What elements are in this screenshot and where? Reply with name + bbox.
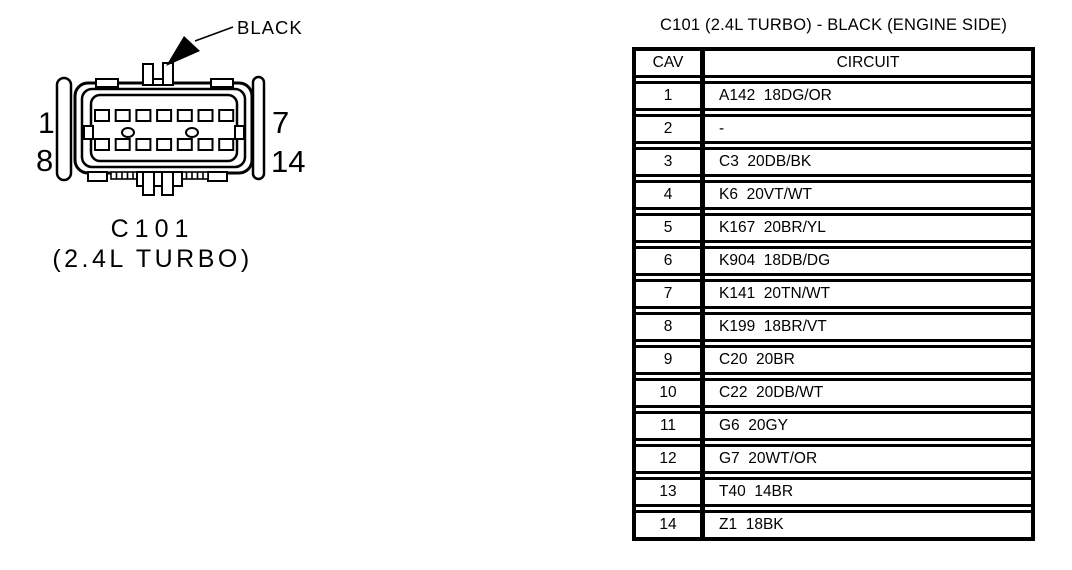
circuit-cell: G6 20GY bbox=[719, 417, 788, 434]
bottom-tab-right bbox=[207, 171, 228, 182]
table-row: 8 K199 18BR/VT bbox=[636, 312, 1031, 342]
table-row: 5 K167 20BR/YL bbox=[636, 213, 1031, 243]
cav-cell: 3 bbox=[663, 153, 673, 170]
left-flange bbox=[55, 76, 73, 182]
cav-cell: 4 bbox=[663, 186, 673, 203]
cav-cell: 9 bbox=[663, 351, 673, 368]
cav-cell: 11 bbox=[659, 417, 677, 434]
connector-body bbox=[73, 81, 254, 175]
cav-cell: 14 bbox=[659, 516, 677, 533]
table-row: 7 K141 20TN/WT bbox=[636, 279, 1031, 309]
keying-hole-right bbox=[185, 127, 199, 138]
table-row: 13 T40 14BR bbox=[636, 477, 1031, 507]
pin-label-1: 1 bbox=[38, 107, 55, 140]
pin-label-7: 7 bbox=[272, 105, 289, 140]
circuit-cell: A142 18DG/OR bbox=[719, 87, 832, 104]
table-row: 14 Z1 18BK bbox=[636, 510, 1031, 537]
connector-id: C101 bbox=[110, 215, 195, 243]
connector-diagram: BLACK 1 8 7 14 bbox=[36, 17, 305, 196]
circuit-cell: T40 14BR bbox=[719, 483, 794, 500]
circuit-cell: C22 20DB/WT bbox=[719, 384, 824, 401]
side-notch-right bbox=[234, 125, 245, 140]
circuit-cell: - bbox=[719, 120, 725, 137]
table-row: 6 K904 18DB/DG bbox=[636, 246, 1031, 276]
table-row: 1 A142 18DG/OR bbox=[636, 81, 1031, 111]
bottom-comb-left bbox=[110, 171, 139, 180]
side-notch-left bbox=[83, 125, 94, 140]
bottom-latch-tab-left bbox=[142, 171, 155, 196]
table-row: 10 C22 20DB/WT bbox=[636, 378, 1031, 408]
table-row: 3 C3 20DB/BK bbox=[636, 147, 1031, 177]
circuit-cell: Z1 18BK bbox=[719, 516, 784, 533]
cav-cell: 13 bbox=[659, 483, 677, 500]
bottom-comb-right bbox=[180, 171, 209, 180]
table-row: 12 G7 20WT/OR bbox=[636, 444, 1031, 474]
bottom-latch-tab-right bbox=[161, 171, 174, 196]
top-tab-left bbox=[95, 78, 119, 88]
cav-cell: 6 bbox=[663, 252, 673, 269]
circuit-cell: C3 20DB/BK bbox=[719, 153, 812, 170]
circuit-cell: K6 20VT/WT bbox=[719, 186, 813, 203]
callout-leader-line bbox=[194, 26, 234, 42]
circuit-cell: G7 20WT/OR bbox=[719, 450, 818, 467]
header-circuit: CIRCUIT bbox=[836, 54, 900, 71]
column-divider bbox=[700, 51, 705, 537]
pin-label-14: 14 bbox=[271, 144, 305, 179]
keying-hole-left bbox=[121, 127, 135, 138]
circuit-cell: K904 18DB/DG bbox=[719, 252, 831, 269]
latch-tab-left bbox=[142, 63, 154, 86]
latch-step bbox=[152, 78, 164, 86]
cav-cell: 7 bbox=[663, 285, 673, 302]
pin-label-8: 8 bbox=[36, 143, 53, 178]
connector-color-label: BLACK bbox=[237, 17, 303, 38]
right-flange bbox=[251, 75, 266, 181]
cav-cell: 10 bbox=[659, 384, 677, 401]
header-cav: CAV bbox=[652, 54, 684, 71]
latch-tab-right bbox=[162, 62, 174, 86]
connector-variant: (2.4L TURBO) bbox=[52, 245, 253, 273]
callout-arrow-icon bbox=[166, 36, 200, 66]
connector-caption: C101 (2.4L TURBO) bbox=[10, 214, 295, 275]
cav-cell: 2 bbox=[663, 120, 673, 137]
circuit-cell: K199 18BR/VT bbox=[719, 318, 827, 335]
table-row: 4 K6 20VT/WT bbox=[636, 180, 1031, 210]
bottom-tab-left bbox=[87, 171, 108, 182]
table-header-row: CAV CIRCUIT bbox=[636, 51, 1031, 78]
circuit-cell: C20 20BR bbox=[719, 351, 795, 368]
table-title: C101 (2.4L TURBO) - BLACK (ENGINE SIDE) bbox=[659, 16, 1008, 34]
cav-cell: 8 bbox=[663, 318, 673, 335]
circuit-cell: K141 20TN/WT bbox=[719, 285, 831, 302]
top-tab-right bbox=[210, 78, 234, 88]
cav-cell: 1 bbox=[663, 87, 673, 104]
pin-slot-row-top bbox=[94, 109, 235, 122]
table-row: 2 - bbox=[636, 114, 1031, 144]
table-row: 9 C20 20BR bbox=[636, 345, 1031, 375]
cav-cell: 5 bbox=[663, 219, 673, 236]
pinout-table: CAV CIRCUIT 1 A142 18DG/OR 2 - 3 C3 20DB… bbox=[632, 47, 1035, 541]
table-row: 11 G6 20GY bbox=[636, 411, 1031, 441]
cav-cell: 12 bbox=[659, 450, 677, 467]
circuit-cell: K167 20BR/YL bbox=[719, 219, 826, 236]
pin-slot-row-bottom bbox=[94, 138, 235, 151]
